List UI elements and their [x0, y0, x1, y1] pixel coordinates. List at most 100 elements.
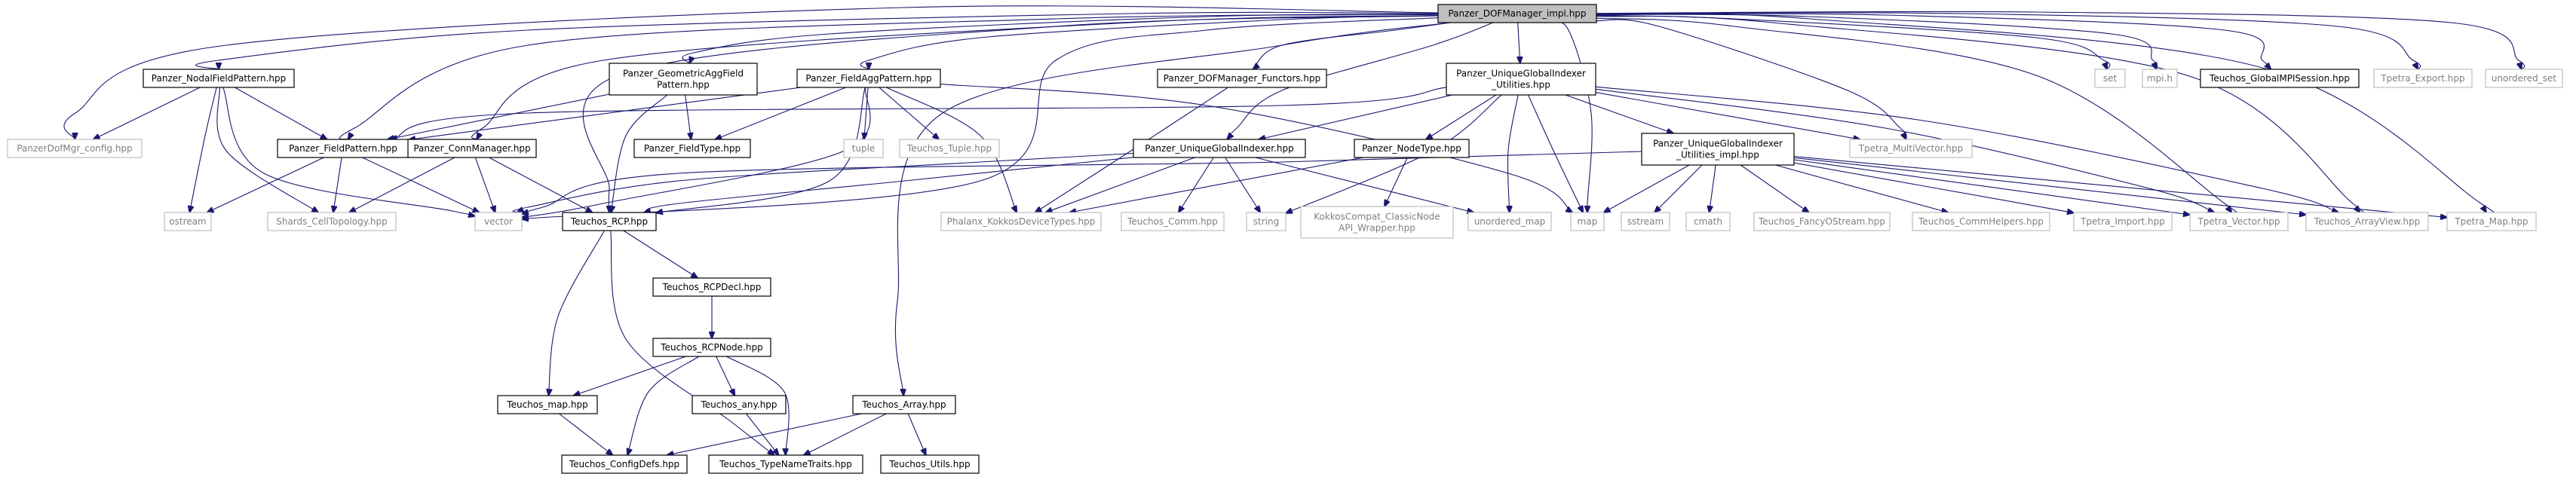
node-ttuple: Teuchos_Tuple.hpp — [899, 139, 1000, 158]
node-set: set — [2094, 69, 2126, 88]
edge-nfp-to-dofcfg — [94, 87, 201, 139]
node-label: Panzer_FieldAggPattern.hpp — [805, 73, 931, 84]
edge-tarray-to-tutils — [907, 413, 926, 455]
edge-nfp-to-shards — [216, 87, 318, 212]
node-tutils[interactable]: Teuchos_Utils.hpp — [880, 454, 980, 474]
edge-fagp-to-tuple — [864, 87, 869, 139]
edge-fagp-to-rcp — [656, 87, 866, 213]
edge-root-to-ugiu — [1518, 22, 1520, 63]
node-tarray[interactable]: Teuchos_Array.hpp — [852, 395, 956, 414]
node-dofcfg: PanzerDofMgr_config.hpp — [7, 139, 143, 158]
edge-root-to-tmv — [1596, 19, 1906, 139]
edge-root-to-map — [1544, 20, 1593, 215]
edge-ugiui-to-cmath — [1710, 164, 1716, 212]
node-tav: Teuchos_ArrayView.hpp — [2305, 212, 2429, 231]
edge-root-to-fagp — [860, 15, 1439, 69]
node-label: Panzer_DOFManager_impl.hpp — [1448, 8, 1586, 19]
node-label: Panzer_NodeType.hpp — [1362, 143, 1461, 154]
node-cfgdefs[interactable]: Teuchos_ConfigDefs.hpp — [561, 454, 688, 474]
node-ftype[interactable]: Panzer_FieldType.hpp — [633, 139, 751, 158]
node-rcpdecl[interactable]: Teuchos_RCPDecl.hpp — [652, 277, 771, 297]
node-label: Teuchos_ArrayView.hpp — [2314, 216, 2420, 227]
edge-ugiu-to-umap — [1507, 94, 1519, 212]
edge-root-to-gmpi — [1596, 13, 2271, 69]
node-label: ostream — [169, 216, 206, 227]
edge-root-to-dofcfg — [63, 5, 1439, 139]
node-label: Tpetra_Import.hpp — [2080, 216, 2165, 227]
node-ugiui[interactable]: Panzer_UniqueGlobalIndexer_Utilities_imp… — [1641, 133, 1795, 166]
edge-root-to-texport — [1596, 12, 2421, 69]
edge-ugiui-to-tav — [1793, 157, 2306, 215]
edge-fagp-to-map — [940, 84, 1572, 212]
node-box — [652, 277, 771, 297]
node-box — [2189, 212, 2289, 231]
edge-ugi-to-tcomm — [1179, 157, 1214, 212]
node-nfp[interactable]: Panzer_NodalFieldPattern.hpp — [143, 69, 295, 88]
node-box — [562, 212, 657, 231]
node-box — [497, 395, 598, 414]
edge-root-to-set — [1596, 15, 2111, 69]
node-timport: Tpetra_Import.hpp — [2073, 212, 2173, 231]
node-cmath: cmath — [1685, 212, 1731, 231]
node-box — [652, 338, 771, 357]
edge-root-to-rcp — [582, 15, 1439, 212]
node-cm[interactable]: Panzer_ConnManager.hpp — [407, 139, 537, 158]
node-label: Phalanx_KokkosDeviceTypes.hpp — [947, 216, 1096, 227]
edge-ugiui-to-sstream — [1654, 164, 1703, 212]
node-ntype[interactable]: Panzer_NodeType.hpp — [1354, 139, 1470, 158]
node-ugi[interactable]: Panzer_UniqueGlobalIndexer.hpp — [1133, 139, 1306, 158]
edge-root-to-tmap — [1596, 13, 2500, 218]
node-gmpi[interactable]: Teuchos_GlobalMPISession.hpp — [2200, 69, 2360, 88]
edge-tarray-to-tnt — [804, 413, 887, 455]
edge-funct-to-phalanx — [1035, 87, 1228, 212]
node-box — [852, 395, 956, 414]
node-label: Teuchos_CommHelpers.hpp — [1918, 216, 2044, 227]
edge-gafp-to-rcp — [611, 94, 668, 212]
node-box — [1570, 212, 1605, 231]
node-box — [1685, 212, 1731, 231]
edge-cm-to-rcp — [489, 157, 593, 212]
node-rcpnode[interactable]: Teuchos_RCPNode.hpp — [652, 338, 771, 357]
node-mpih: mpi.h — [2142, 69, 2178, 88]
node-tmv: Tpetra_MultiVector.hpp — [1849, 139, 1973, 158]
node-label: Panzer_FieldType.hpp — [644, 143, 741, 154]
node-root[interactable]: Panzer_DOFManager_impl.hpp — [1437, 4, 1597, 23]
edge-root-to-uset — [1596, 11, 2525, 69]
node-box — [267, 212, 397, 231]
node-box — [1354, 139, 1470, 158]
node-rcp[interactable]: Teuchos_RCP.hpp — [562, 212, 657, 231]
node-box — [474, 212, 523, 231]
node-box — [1849, 139, 1973, 158]
edge-root-to-cm — [471, 14, 1439, 140]
node-label: Teuchos_GlobalMPISession.hpp — [2209, 73, 2350, 84]
node-label: Panzer_DOFManager_Functors.hpp — [1164, 73, 1320, 84]
node-shards: Shards_CellTopology.hpp — [267, 212, 397, 231]
edge-root-to-mpih — [1596, 14, 2158, 69]
node-funct[interactable]: Panzer_DOFManager_Functors.hpp — [1157, 69, 1327, 88]
node-ugiu[interactable]: Panzer_UniqueGlobalIndexer_Utilities.hpp — [1446, 63, 1596, 96]
node-umap: unordered_map — [1467, 212, 1552, 231]
node-label: tuple — [852, 143, 876, 154]
node-fagp[interactable]: Panzer_FieldAggPattern.hpp — [796, 69, 941, 88]
node-label: Teuchos_Utils.hpp — [888, 459, 970, 469]
edge-rcpnode-to-tnt — [726, 356, 790, 455]
node-tmaph[interactable]: Teuchos_map.hpp — [497, 395, 598, 414]
edge-rcp-to-tmaph — [548, 230, 605, 396]
node-box — [1641, 133, 1795, 166]
edge-fagp-to-fp — [409, 87, 802, 139]
node-label: API_Wrapper.hpp — [1339, 223, 1415, 234]
node-label: vector — [484, 216, 513, 227]
node-box — [2305, 212, 2429, 231]
node-fp[interactable]: Panzer_FieldPattern.hpp — [277, 139, 409, 158]
node-tany[interactable]: Teuchos_any.hpp — [692, 395, 787, 414]
edge-ugiui-to-map — [1604, 164, 1690, 212]
node-box — [2373, 69, 2473, 88]
edge-ugiui-to-tvec — [1793, 159, 2190, 215]
node-tnt[interactable]: Teuchos_TypeNameTraits.hpp — [708, 454, 863, 474]
node-string: string — [1246, 212, 1286, 231]
node-box — [2200, 69, 2360, 88]
edge-ugi-to-string — [1225, 157, 1261, 212]
